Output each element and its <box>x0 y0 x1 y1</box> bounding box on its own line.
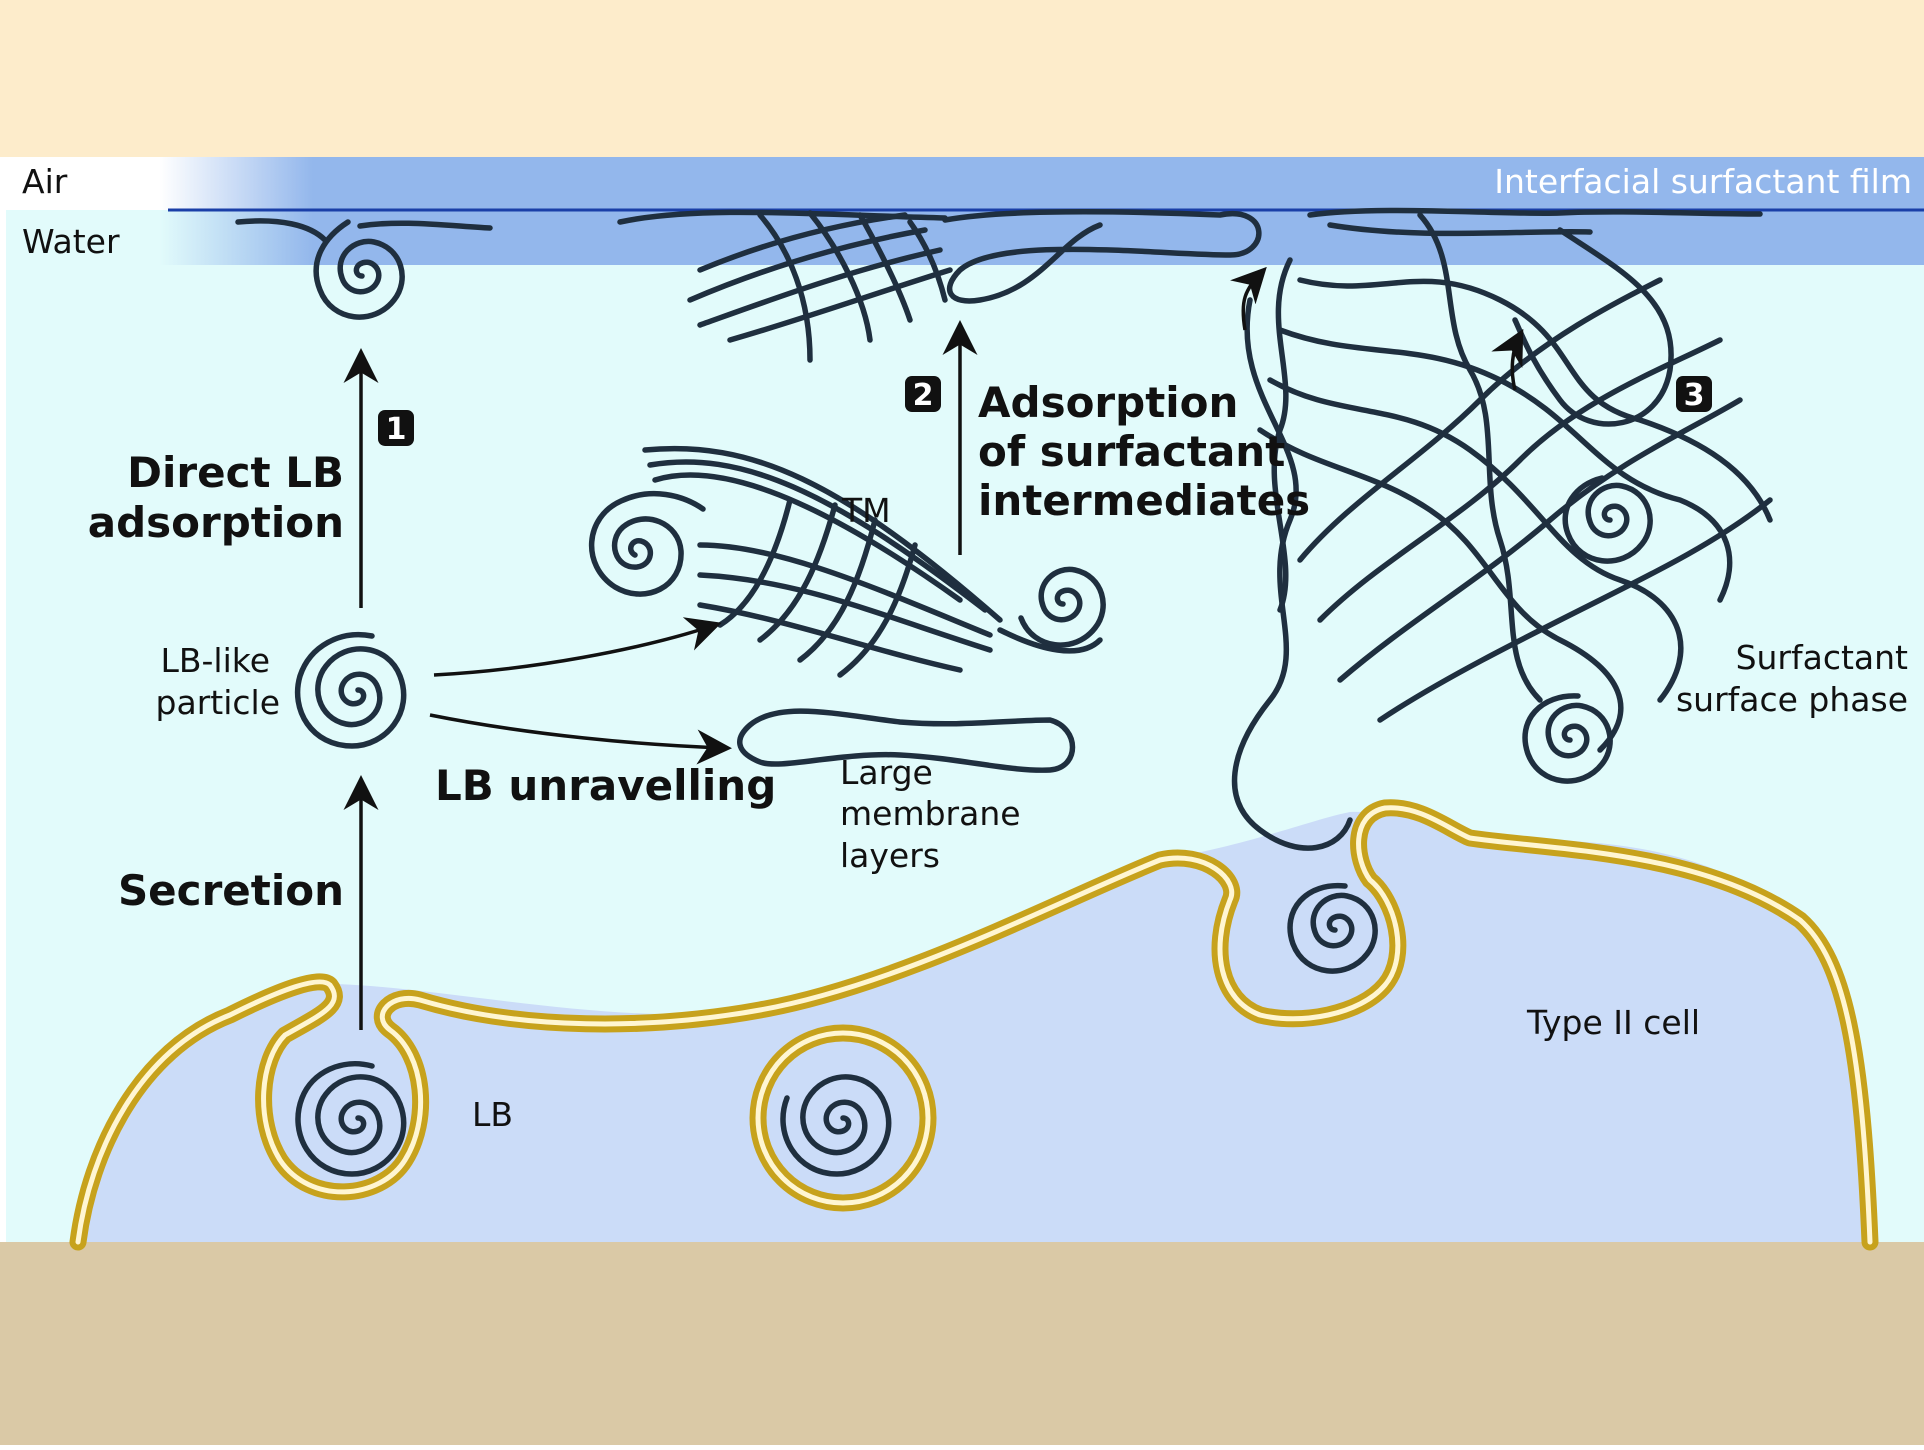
step-1-marker: 1 <box>378 410 414 447</box>
svg-text:3: 3 <box>1684 378 1705 413</box>
lb-like-label-2: particle <box>156 683 280 722</box>
surface-phase-label-2: surface phase <box>1676 680 1908 719</box>
top-band <box>0 0 1924 157</box>
secretion-label: Secretion <box>118 866 344 915</box>
adsorption-label-2: of surfactant <box>978 427 1285 476</box>
large-membrane-label-2: membrane <box>840 794 1021 833</box>
adsorption-label-3: intermediates <box>978 476 1310 525</box>
film-label: Interfacial surfactant film <box>1494 162 1912 201</box>
svg-text:1: 1 <box>386 412 407 447</box>
water-label: Water <box>22 222 120 261</box>
air-label: Air <box>22 162 68 201</box>
lb-label: LB <box>472 1095 513 1134</box>
step-2-marker: 2 <box>905 376 941 413</box>
type-ii-cell-label: Type II cell <box>1526 1003 1700 1042</box>
direct-lb-label-1: Direct LB <box>127 448 344 497</box>
adsorption-label-1: Adsorption <box>978 378 1238 427</box>
lb-like-label-1: LB-like <box>160 641 270 680</box>
surface-phase-label-1: Surfactant <box>1736 638 1908 677</box>
bottom-band <box>0 1242 1924 1445</box>
lb-unravelling-label: LB unravelling <box>435 761 776 810</box>
direct-lb-label-2: adsorption <box>88 498 344 547</box>
svg-text:2: 2 <box>913 378 934 413</box>
step-3-marker: 3 <box>1676 376 1712 413</box>
tm-label: TM <box>841 491 891 530</box>
large-membrane-label-1: Large <box>840 753 933 792</box>
large-membrane-label-3: layers <box>840 836 940 875</box>
